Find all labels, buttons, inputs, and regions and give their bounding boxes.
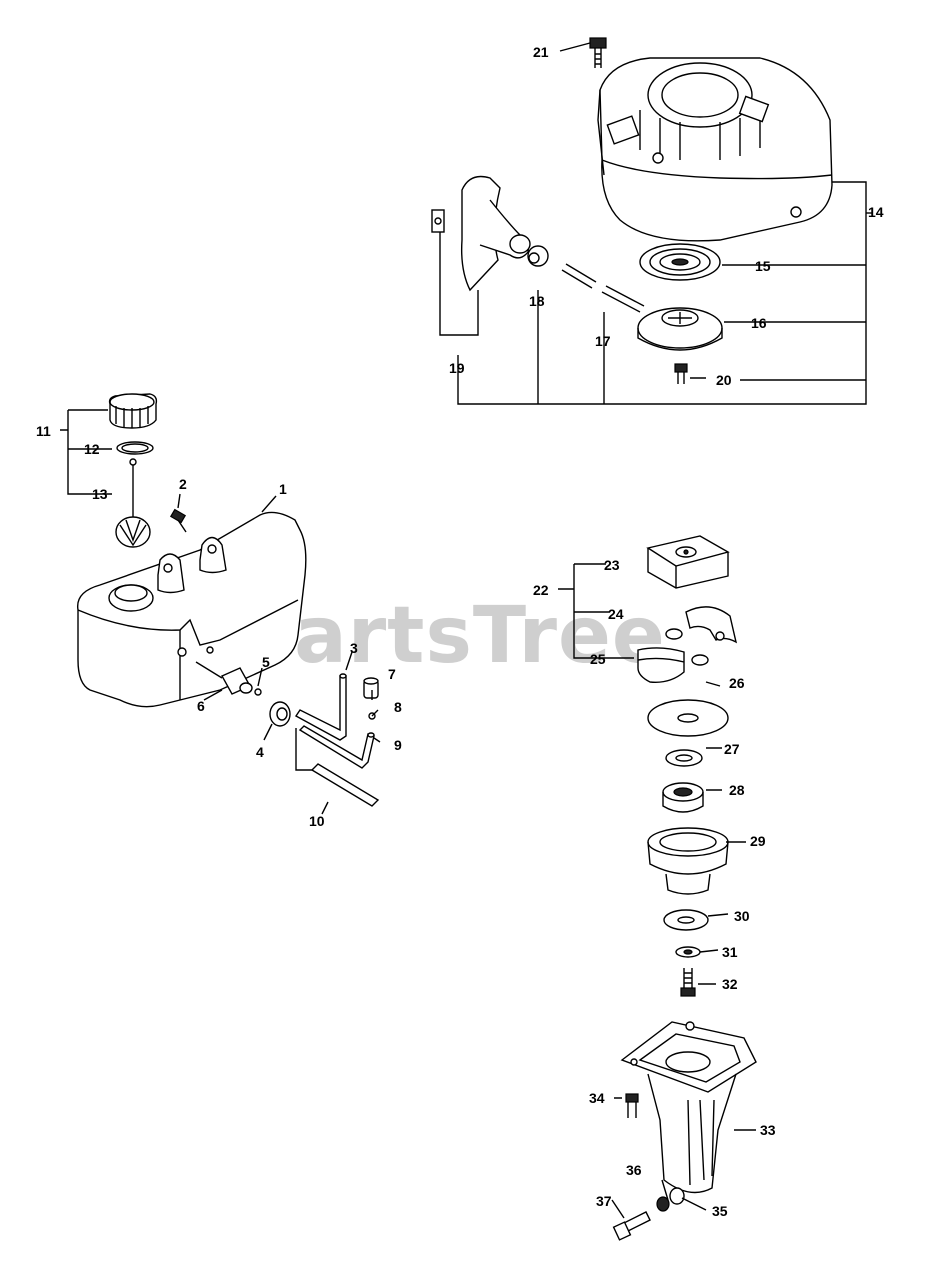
label-13: 13 — [92, 486, 108, 502]
label-6: 6 — [197, 698, 205, 714]
label-22: 22 — [533, 582, 549, 598]
label-24: 24 — [608, 606, 624, 622]
fuel-tank — [76, 511, 307, 708]
label-37: 37 — [596, 1193, 612, 1209]
gearcase-leaders — [611, 681, 756, 1219]
part-5 — [254, 688, 262, 696]
label-23: 23 — [604, 557, 620, 573]
label-7: 7 — [388, 666, 396, 682]
label-9: 9 — [394, 737, 402, 753]
label-18: 18 — [529, 293, 545, 309]
gearcase — [620, 1021, 757, 1194]
strainer — [115, 458, 151, 548]
label-28: 28 — [729, 782, 745, 798]
bolt-32 — [680, 968, 696, 997]
label-12: 12 — [84, 441, 100, 457]
bolt-37 — [612, 1211, 651, 1241]
label-30: 30 — [734, 908, 750, 924]
label-27: 27 — [724, 741, 740, 757]
cap-callout-lines — [60, 409, 112, 495]
starter-handle — [431, 175, 531, 292]
cap-gasket-inner — [121, 443, 149, 453]
washer-31 — [675, 946, 701, 958]
watermark: PartsTree — [238, 591, 666, 681]
label-25: 25 — [590, 651, 606, 667]
washer-30 — [663, 909, 709, 931]
label-34: 34 — [589, 1090, 605, 1106]
rope-bushing — [527, 245, 549, 267]
leader-1 — [261, 495, 277, 513]
label-5: 5 — [262, 654, 270, 670]
label-2: 2 — [179, 476, 187, 492]
label-32: 32 — [722, 976, 738, 992]
bolt-34 — [625, 1093, 639, 1118]
starter-reel — [637, 307, 723, 351]
label-19: 19 — [449, 360, 465, 376]
label-11: 11 — [36, 423, 51, 439]
bolt-21 — [589, 37, 607, 68]
starter-callout-lines — [439, 42, 872, 405]
clutch-shoe-25 — [637, 647, 709, 683]
label-26: 26 — [729, 675, 745, 691]
clutch-shoe-24 — [665, 606, 738, 644]
label-3: 3 — [350, 640, 358, 656]
tank-leaders — [203, 651, 381, 815]
label-4: 4 — [256, 744, 264, 760]
label-8: 8 — [394, 699, 402, 715]
label-10: 10 — [309, 813, 325, 829]
fuel-cap — [108, 393, 158, 429]
plate-26 — [647, 699, 729, 737]
leader-2 — [177, 493, 181, 509]
part-7 — [363, 677, 379, 699]
recoil-spring — [639, 243, 721, 281]
starter-rope — [561, 263, 645, 313]
fuel-filter — [269, 701, 291, 727]
clutch-drum — [647, 827, 729, 895]
label-35: 35 — [712, 1203, 728, 1219]
washer-36 — [656, 1196, 670, 1212]
bolt-20 — [674, 363, 688, 384]
label-16: 16 — [751, 315, 767, 331]
starter-housing — [597, 57, 833, 242]
label-21: 21 — [533, 44, 549, 60]
label-36: 36 — [626, 1162, 642, 1178]
label-14: 14 — [868, 204, 884, 220]
washer-35 — [669, 1187, 685, 1205]
label-15: 15 — [755, 258, 771, 274]
washer-27 — [665, 749, 703, 767]
label-33: 33 — [760, 1122, 776, 1138]
label-1: 1 — [279, 481, 287, 497]
fuel-hoses — [294, 673, 380, 807]
label-20: 20 — [716, 372, 732, 388]
clutch-callout-lines — [558, 563, 634, 659]
bearing-28 — [662, 782, 704, 813]
label-31: 31 — [722, 944, 738, 960]
label-29: 29 — [750, 833, 766, 849]
pad-23 — [646, 535, 730, 589]
part-labels: 1 2 3 4 5 6 7 8 9 10 11 12 13 14 15 16 1… — [36, 44, 884, 1219]
label-17: 17 — [595, 333, 611, 349]
grommet-6 — [195, 661, 253, 695]
screw-2 — [169, 508, 187, 533]
